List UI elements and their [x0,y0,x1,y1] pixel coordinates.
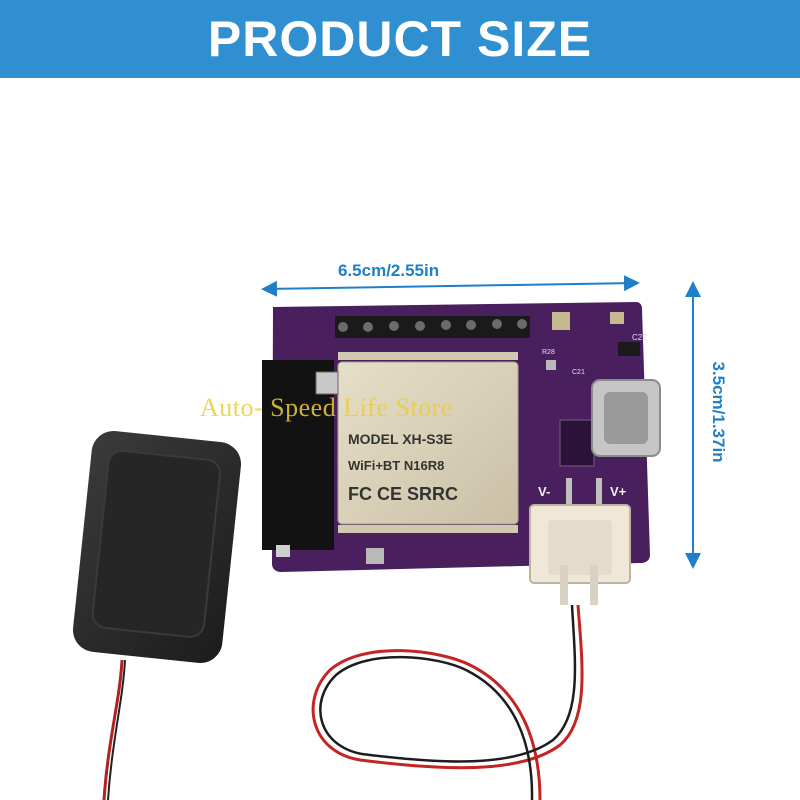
width-arrow [261,275,640,297]
connector-wire-red [311,604,584,800]
connector-label-plus: V+ [610,484,627,499]
module-model-text: MODEL XH-S3E [348,431,453,447]
height-dimension-label: 3.5cm/1.37in [709,361,728,463]
silkscreen-c22: C22 [632,333,647,342]
silkscreen-c21: C21 [572,369,585,376]
module-cert-text: FC CE SRRC [348,484,458,504]
banner-title: PRODUCT SIZE [207,11,593,67]
speaker-wire [102,659,124,800]
silkscreen-r28: R28 [542,349,555,356]
store-watermark: Auto- Speed Life Store [200,393,453,422]
esp-module [337,361,519,525]
width-dimension-label: 6.5cm/2.55in [338,261,440,280]
connector-label-minus: V- [538,484,550,499]
pcb-board [262,302,661,605]
header-banner: PRODUCT SIZE [0,0,800,78]
speaker [72,430,242,664]
module-wifi-text: WiFi+BT N16R8 [348,458,444,473]
connector-wire-black [319,604,577,800]
